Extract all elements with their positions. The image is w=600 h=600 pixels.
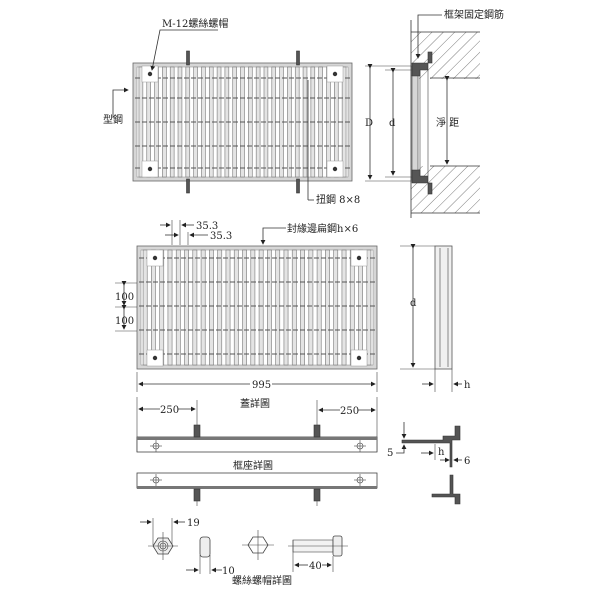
bearing-bar	[267, 249, 272, 366]
bolt-hole-icon	[147, 71, 153, 77]
bearing-bar	[283, 249, 289, 366]
bolt-hole-icon	[150, 474, 162, 486]
bolt-hole-icon	[354, 440, 366, 452]
stud-bolt	[296, 178, 300, 194]
pitch-1: 35.3	[196, 221, 218, 232]
bearing-bar	[184, 249, 189, 366]
nut-width-19: 19	[187, 518, 200, 529]
cover-detail: 蓋詳圖 250 250	[136, 397, 378, 453]
plan-view-grate	[132, 50, 353, 194]
bearing-bar	[308, 249, 314, 366]
spacing-2: 100	[115, 316, 134, 327]
bearing-bar	[217, 249, 223, 366]
bearing-bar	[258, 249, 264, 366]
twisted-steel-label: 扭鋼 8×8	[316, 193, 360, 206]
bearing-bar	[341, 249, 347, 366]
bolt-label: M-12螺絲螺帽	[162, 17, 228, 30]
grate-detail	[136, 245, 378, 370]
bearing-bar	[358, 249, 363, 366]
stud-bolt	[186, 50, 190, 66]
bearing-bar	[200, 249, 206, 366]
angle-dim-5: 5	[387, 448, 393, 459]
bolt-hole-icon	[150, 440, 162, 452]
nut-thickness-10: 10	[222, 566, 235, 577]
bearing-bar	[167, 249, 173, 366]
bearing-bar	[250, 249, 256, 366]
bolt-hole-icon	[356, 255, 362, 261]
dim-d: d	[389, 118, 396, 129]
offset-left: 250	[160, 405, 179, 416]
bearing-bar	[209, 249, 214, 366]
clear-span-label: 淨 距	[436, 117, 459, 129]
bolt-hole-icon	[356, 355, 362, 361]
nut-side-icon	[199, 536, 211, 558]
bolt-hole-icon	[152, 255, 158, 261]
bearing-bar	[300, 249, 305, 366]
side-dim-h: h	[464, 380, 471, 391]
bolt-hole-icon	[332, 166, 338, 172]
edge-bar-label: 封緣邊扁鋼h×6	[287, 222, 358, 235]
section-view: 框架固定鋼筋 D d 淨 距	[365, 8, 504, 218]
frame-detail-title: 框座詳圖	[233, 459, 273, 472]
angle-dim-6: 6	[464, 456, 470, 467]
bearing-bar	[192, 249, 198, 366]
width-995: 995	[252, 380, 271, 391]
bearing-bar	[333, 249, 339, 366]
bolt-nut-detail: 19 10 40 螺絲螺帽詳圖	[140, 518, 348, 587]
anchor-label: 框架固定鋼筋	[444, 8, 504, 21]
offset-right: 250	[340, 406, 359, 417]
bearing-bar	[316, 249, 322, 366]
bolt-hole-icon	[332, 71, 338, 77]
bolt-hole-icon	[354, 474, 366, 486]
bearing-bar	[242, 249, 247, 366]
bearing-bar	[325, 249, 330, 366]
grate-opening	[140, 249, 374, 366]
frame-detail: 框座詳圖	[136, 459, 378, 506]
bearing-bar	[366, 249, 372, 366]
bolt-length-40: 40	[309, 561, 322, 572]
stud-bolt	[296, 50, 300, 66]
angle-dim-h: h	[438, 447, 445, 458]
plan-view-annotations: M-12螺絲螺帽 型鋼 扭鋼 8×8	[103, 17, 360, 206]
side-dim-d: d	[410, 298, 417, 309]
grate-detail-annotations: 35.3 35.3 封緣邊扁鋼h×6 100 100 995 d h	[115, 220, 471, 392]
stud-bolt	[186, 178, 190, 194]
angle-detail: 5 h 6	[387, 422, 470, 505]
bearing-bar	[275, 249, 281, 366]
pitch-2: 35.3	[210, 231, 232, 242]
bearing-bar	[291, 249, 297, 366]
spacing-1: 100	[115, 292, 134, 303]
bolt-hole-icon	[147, 166, 153, 172]
cover-detail-title: 蓋詳圖	[240, 397, 270, 410]
bearing-bar	[151, 249, 156, 366]
bearing-bar	[159, 249, 165, 366]
bearing-bar	[349, 249, 355, 366]
bearing-bar	[175, 249, 181, 366]
bolt-detail-title: 螺絲螺帽詳圖	[232, 574, 292, 587]
section-steel-label: 型鋼	[103, 113, 123, 126]
bearing-bar	[142, 249, 148, 366]
dim-D: D	[365, 118, 373, 129]
bolt-hole-icon	[152, 355, 158, 361]
bearing-bar	[225, 249, 231, 366]
bearing-bar	[233, 249, 239, 366]
